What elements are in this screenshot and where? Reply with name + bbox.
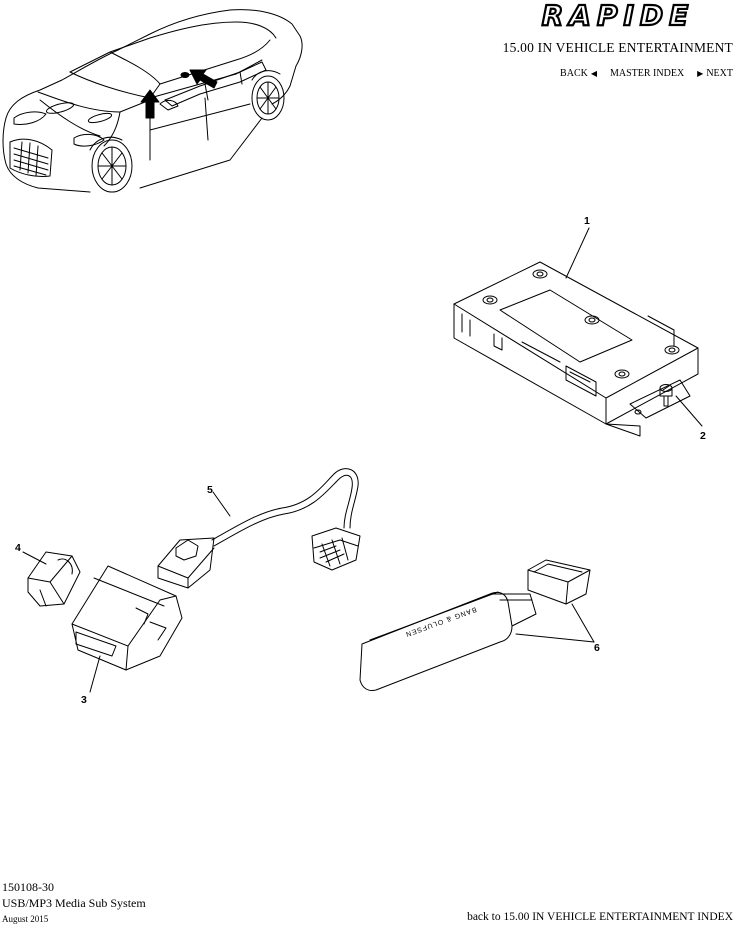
next-link[interactable]: NEXT [706, 68, 733, 79]
socket-cover [27, 551, 81, 607]
document-title: USB/MP3 Media Sub System [2, 896, 146, 910]
media-module [453, 261, 699, 437]
usb-cable-harness [157, 468, 361, 589]
next-arrow-icon: ▶ [697, 69, 704, 78]
back-link[interactable]: BACK [560, 68, 588, 79]
rapide-logo-text: RAPIDE [542, 0, 695, 30]
section-title: 15.00 IN VEHICLE ENTERTAINMENT [502, 40, 733, 55]
usb-socket-housing [71, 565, 183, 671]
document-date: August 2015 [2, 914, 49, 924]
vehicle-location-illustration [2, 9, 303, 193]
callout-5: 5 [207, 484, 213, 496]
callout-3: 3 [81, 694, 87, 706]
usb-stick-cap [527, 559, 591, 605]
usb-memory-stick: BANG & OLUFSEN [359, 591, 537, 691]
navigation-bar: BACK◀ MASTER INDEX ▶NEXT [560, 68, 733, 79]
callout-4: 4 [15, 542, 21, 554]
document-code: 150108-30 [2, 880, 54, 894]
back-arrow-icon: ◀ [590, 69, 597, 78]
master-index-link[interactable]: MASTER INDEX [610, 68, 685, 79]
mounting-screw [659, 384, 673, 407]
callout-1: 1 [584, 215, 590, 227]
callout-6: 6 [594, 642, 600, 654]
rapide-logo: RAPIDE [541, 0, 695, 30]
leader-lines [22, 227, 703, 693]
back-to-index-link[interactable]: back to 15.00 IN VEHICLE ENTERTAINMENT I… [467, 911, 733, 923]
callout-2: 2 [700, 430, 706, 442]
